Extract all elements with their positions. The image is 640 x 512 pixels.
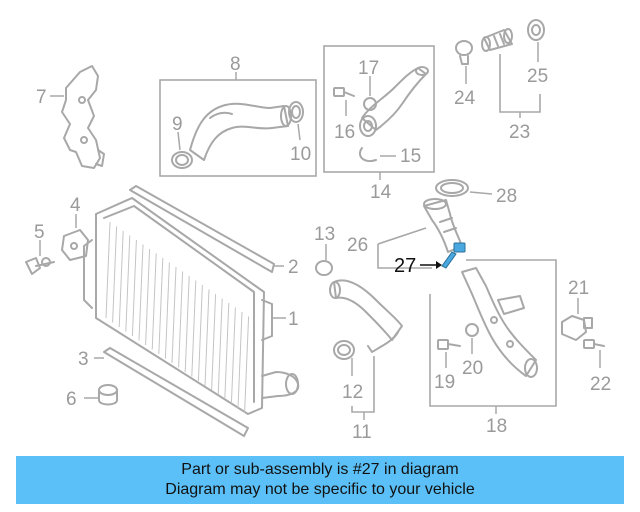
- callout-1[interactable]: 1: [288, 309, 299, 330]
- part-20-bushing: [465, 323, 479, 354]
- group-11-bracket: [351, 356, 375, 420]
- core-fin-line: [197, 284, 203, 382]
- core-fin-line: [151, 253, 157, 350]
- part-28-clamp: [435, 179, 493, 197]
- callout-7[interactable]: 7: [36, 87, 47, 108]
- part-24-clamp: [455, 40, 473, 84]
- part-5-bolt: [25, 240, 55, 275]
- banner-line-1: Part or sub-assembly is #27 in diagram: [181, 461, 459, 478]
- part-11-hose: [329, 279, 403, 353]
- part-13-clamp: [315, 244, 333, 276]
- group-18-box: [429, 259, 557, 414]
- core-fin-line: [217, 298, 223, 395]
- callout-15[interactable]: 15: [400, 146, 421, 167]
- core-fin-line: [125, 235, 131, 332]
- core-fin-line: [158, 257, 164, 355]
- core-fin-line: [237, 311, 243, 409]
- group-26-bracket: [377, 227, 432, 269]
- callout-13[interactable]: 13: [314, 224, 335, 245]
- core-fin-line: [171, 266, 177, 364]
- callout-8[interactable]: 8: [230, 54, 241, 75]
- callout-20[interactable]: 20: [462, 358, 483, 379]
- core-fin-line: [178, 271, 184, 368]
- callout-28[interactable]: 28: [496, 186, 517, 207]
- callout-27-highlighted[interactable]: 27: [394, 255, 416, 277]
- callout-10[interactable]: 10: [290, 144, 311, 165]
- part-14-pipe: [359, 66, 429, 137]
- group-8-box: [159, 72, 317, 177]
- core-fin-line: [204, 289, 210, 386]
- banner-line-2: Diagram may not be specific to your vehi…: [165, 481, 475, 498]
- callout-17[interactable]: 17: [358, 58, 379, 79]
- parts-diagram: 7 8 9 10 14 15: [25, 19, 611, 443]
- info-banner: Part or sub-assembly is #27 in diagram D…: [16, 456, 624, 504]
- callout-12[interactable]: 12: [342, 382, 363, 403]
- part-7-bracket: [50, 65, 105, 169]
- core-fin-line: [105, 221, 111, 319]
- callout-9[interactable]: 9: [172, 114, 183, 135]
- part-22-screw: [583, 339, 605, 368]
- part-4-mount: [61, 214, 89, 261]
- group-14-box: [323, 45, 435, 180]
- part-25-ring: [527, 19, 545, 62]
- callout-4[interactable]: 4: [70, 195, 81, 216]
- part-12-clamp: [333, 340, 355, 376]
- callout-2[interactable]: 2: [288, 257, 299, 278]
- callout-18[interactable]: 18: [486, 416, 507, 437]
- core-fin-line: [118, 230, 124, 328]
- part-19-bolt: [437, 339, 461, 368]
- part-3-strip: [94, 347, 249, 437]
- core-fin-line: [145, 248, 151, 346]
- core-fin-line: [244, 316, 250, 413]
- part-23-hose: [481, 28, 513, 52]
- core-fin-line: [224, 302, 230, 400]
- core-fin-line: [112, 226, 118, 323]
- part-8-hose: [189, 102, 292, 161]
- callout-26[interactable]: 26: [347, 235, 368, 256]
- core-fin-line: [184, 275, 190, 373]
- callout-6[interactable]: 6: [66, 389, 77, 410]
- callout-5[interactable]: 5: [34, 222, 45, 243]
- intercooler-core: [105, 221, 250, 413]
- core-fin-line: [211, 293, 217, 391]
- part-15-clip: [358, 147, 396, 162]
- core-fin-line: [230, 307, 236, 404]
- part-17-bushing: [363, 76, 377, 111]
- part-10-ring: [288, 101, 304, 141]
- part-16-bolt: [333, 87, 355, 116]
- part-2-strip: [129, 185, 284, 273]
- core-fin-line: [164, 262, 170, 359]
- core-fin-line: [191, 280, 197, 377]
- part-1-intercooler: [83, 197, 300, 415]
- core-fin-line: [138, 244, 144, 341]
- part-18-intake-pipe: [461, 267, 538, 378]
- part-27-bolt: [420, 242, 466, 269]
- callout-23[interactable]: 23: [509, 122, 530, 143]
- callout-21[interactable]: 21: [568, 278, 589, 299]
- part-21-sensor: [561, 298, 593, 341]
- callout-19[interactable]: 19: [434, 372, 455, 393]
- callout-3[interactable]: 3: [78, 349, 89, 370]
- part-9-clamp: [171, 131, 193, 169]
- part-6-grommet: [84, 384, 118, 406]
- callout-24[interactable]: 24: [454, 88, 476, 109]
- callout-14[interactable]: 14: [370, 182, 392, 203]
- callout-16[interactable]: 16: [334, 122, 355, 143]
- callout-11[interactable]: 11: [352, 422, 372, 443]
- group-23-bracket: [499, 54, 541, 118]
- callout-22[interactable]: 22: [590, 374, 611, 395]
- core-fin-line: [131, 239, 137, 337]
- callout-25[interactable]: 25: [527, 66, 548, 87]
